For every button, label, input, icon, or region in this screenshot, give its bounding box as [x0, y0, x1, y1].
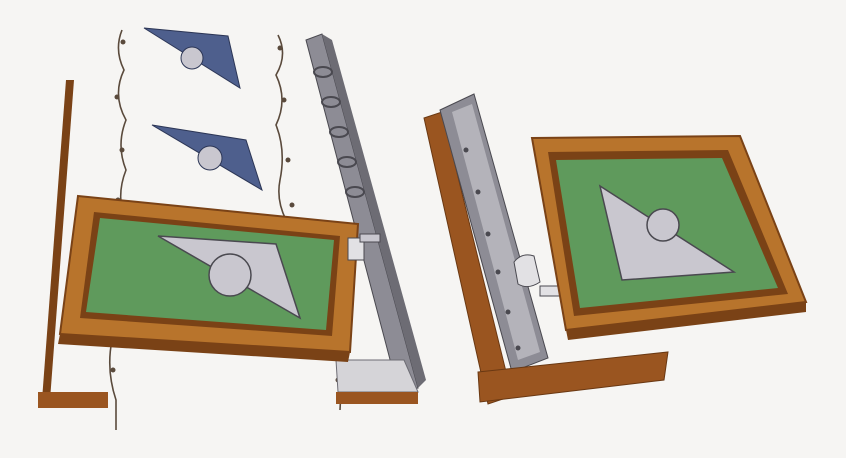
left-base-strip [38, 392, 108, 408]
left-screen-frame [58, 196, 380, 362]
left-assembly [38, 28, 426, 430]
printed-item-1 [144, 28, 240, 88]
right-base-strip [478, 352, 668, 402]
left-post [42, 80, 74, 400]
right-screen-frame [532, 136, 806, 340]
right-assembly [424, 94, 806, 404]
printed-item-2 [152, 125, 262, 190]
